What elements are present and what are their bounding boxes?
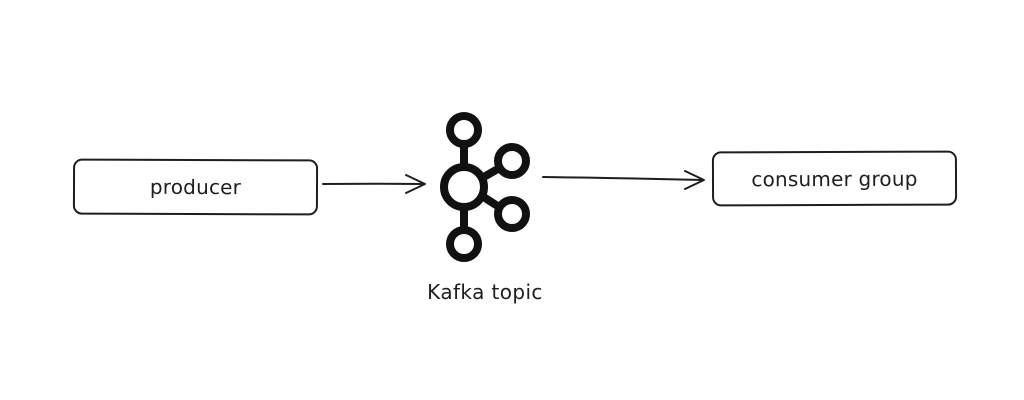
- arrowhead-icon: [684, 170, 705, 190]
- arrowhead-icon: [405, 174, 426, 194]
- consumer-group-node[interactable]: consumer group: [711, 150, 958, 207]
- consumer-group-label: consumer group: [751, 166, 918, 191]
- kafka-topic-label: Kafka topic: [427, 280, 543, 304]
